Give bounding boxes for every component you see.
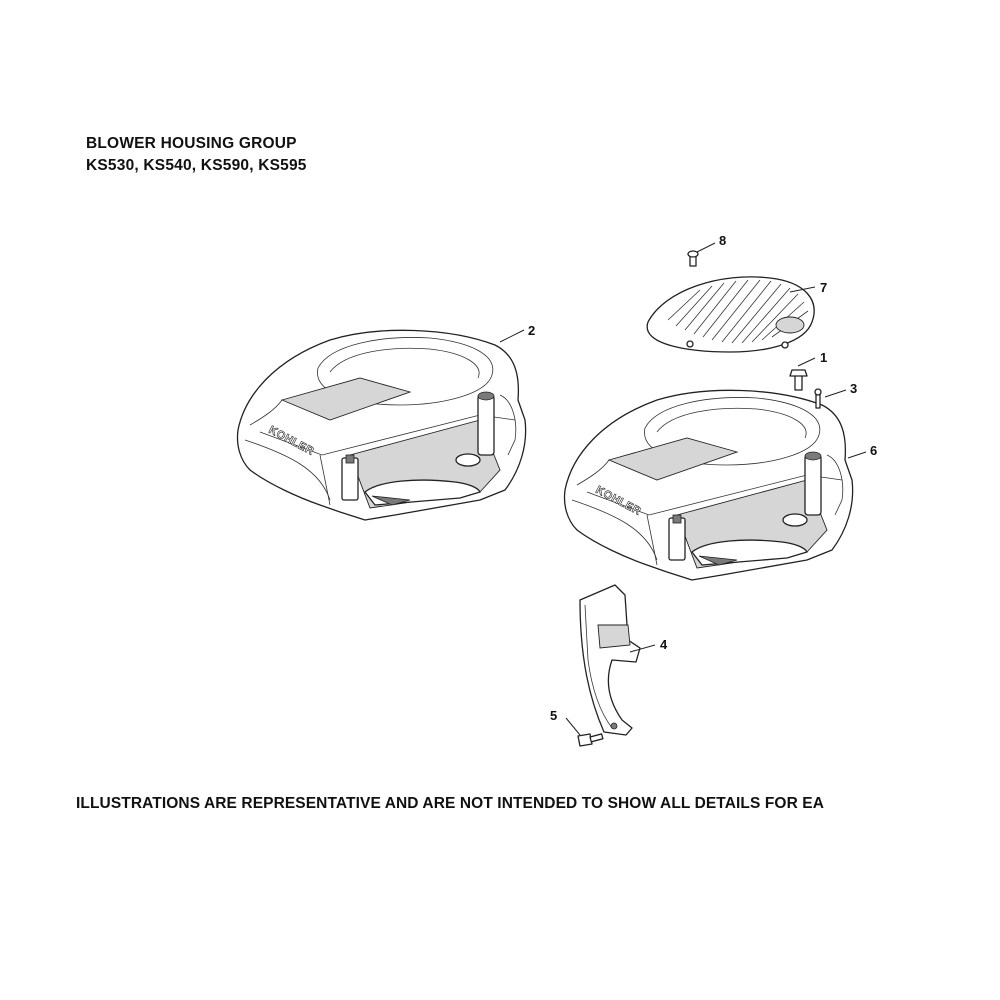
callout-5: 5: [550, 708, 557, 723]
callouts: 1 2 3 4 5 6 7 8: [499, 233, 877, 736]
callout-2: 2: [528, 323, 535, 338]
model-list: KS530, KS540, KS590, KS595: [86, 157, 307, 174]
pin-part-3: [814, 388, 822, 409]
callout-8: 8: [719, 233, 726, 248]
grille-screen: [646, 276, 815, 353]
bolt-part-1: [789, 369, 808, 391]
blower-housing-right: KOHLER: [563, 389, 854, 581]
callout-7: 7: [820, 280, 827, 295]
screw-part-8: [687, 250, 699, 267]
blower-housing-left: KOHLER: [236, 329, 527, 521]
diagram-title: BLOWER HOUSING GROUP: [86, 135, 297, 152]
disclaimer-text: ILLUSTRATIONS ARE REPRESENTATIVE AND ARE…: [76, 795, 824, 812]
screw-part-5: [577, 733, 604, 747]
callout-6: 6: [870, 443, 877, 458]
baffle-part-4: [579, 584, 641, 736]
callout-4: 4: [660, 637, 668, 652]
callout-1: 1: [820, 350, 827, 365]
callout-3: 3: [850, 381, 857, 396]
